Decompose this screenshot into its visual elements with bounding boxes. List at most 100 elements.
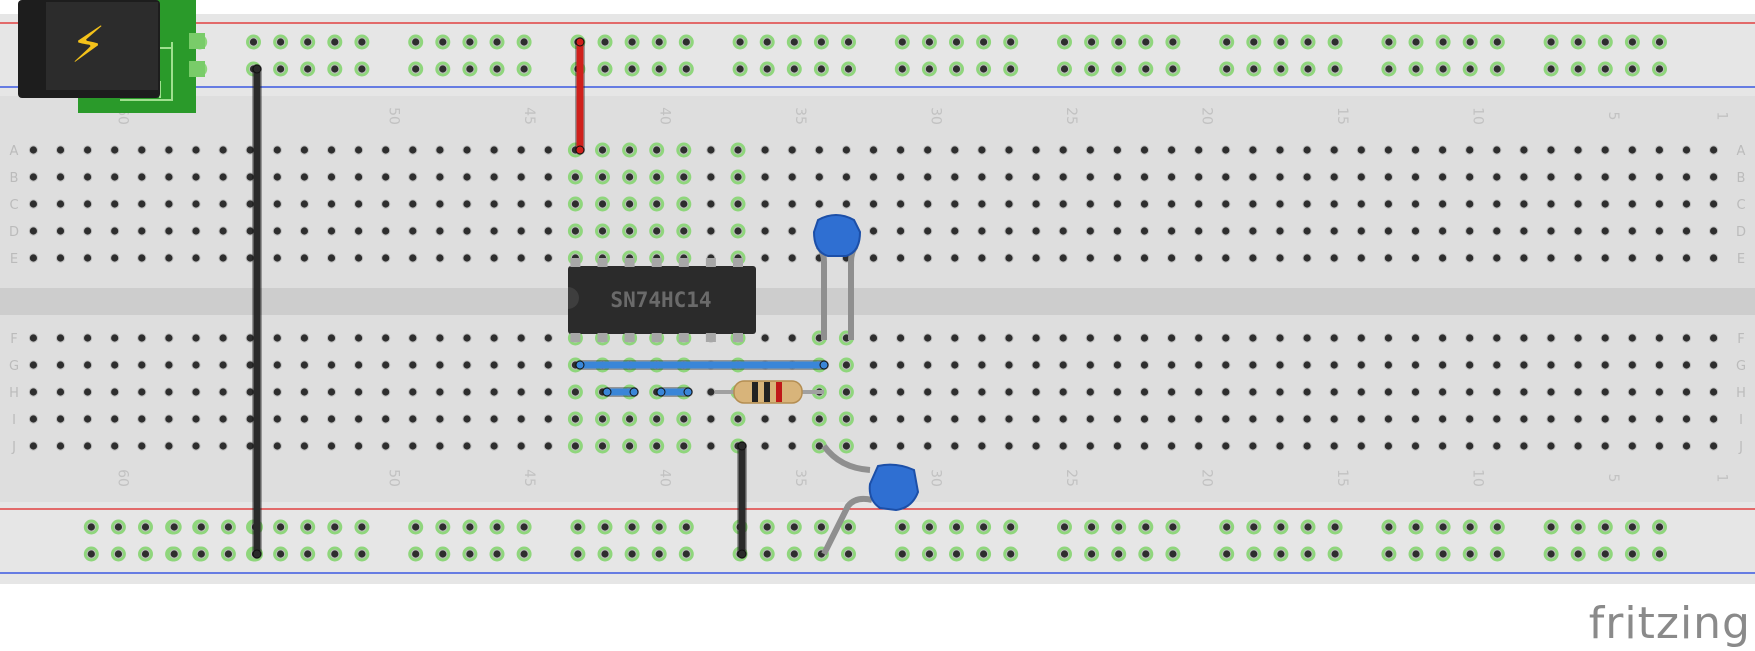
breadboard-hole[interactable]: [978, 227, 986, 235]
breadboard-hole[interactable]: [788, 227, 796, 235]
breadboard-hole[interactable]: [869, 227, 878, 235]
breadboard-hole[interactable]: [1601, 200, 1609, 208]
rail-hole[interactable]: [790, 65, 798, 73]
breadboard-hole[interactable]: [788, 334, 796, 342]
rail-hole[interactable]: [601, 550, 609, 558]
rail-hole[interactable]: [844, 65, 853, 73]
breadboard-hole[interactable]: [1628, 388, 1636, 396]
breadboard-hole[interactable]: [598, 173, 607, 181]
breadboard-hole[interactable]: [1493, 146, 1501, 154]
breadboard-hole[interactable]: [1140, 442, 1149, 450]
breadboard-hole[interactable]: [1357, 442, 1365, 450]
rail-hole[interactable]: [1493, 550, 1501, 558]
breadboard-hole[interactable]: [1357, 388, 1365, 396]
breadboard-hole[interactable]: [192, 227, 200, 235]
breadboard-hole[interactable]: [626, 200, 634, 208]
rail-hole[interactable]: [1574, 65, 1582, 73]
rail-hole[interactable]: [1007, 550, 1015, 558]
breadboard-hole[interactable]: [1439, 334, 1447, 342]
rail-hole[interactable]: [898, 523, 906, 531]
rail-hole[interactable]: [790, 550, 798, 558]
breadboard-hole[interactable]: [463, 334, 471, 342]
rail-hole[interactable]: [141, 523, 150, 531]
rail-hole[interactable]: [493, 38, 501, 46]
rail-hole[interactable]: [1601, 65, 1609, 73]
breadboard-hole[interactable]: [571, 442, 580, 450]
rail-hole[interactable]: [520, 65, 528, 73]
breadboard-hole[interactable]: [1168, 361, 1176, 369]
breadboard-hole[interactable]: [219, 146, 227, 154]
breadboard-hole[interactable]: [897, 334, 905, 342]
breadboard-hole[interactable]: [1682, 334, 1691, 342]
rail-hole[interactable]: [1655, 38, 1664, 46]
breadboard-hole[interactable]: [924, 173, 932, 181]
breadboard-hole[interactable]: [192, 415, 200, 423]
breadboard-hole[interactable]: [897, 388, 905, 396]
breadboard-hole[interactable]: [869, 200, 878, 208]
rail-hole[interactable]: [412, 38, 420, 46]
breadboard-hole[interactable]: [463, 200, 471, 208]
breadboard-hole[interactable]: [1357, 227, 1365, 235]
breadboard-hole[interactable]: [626, 227, 634, 235]
breadboard-hole[interactable]: [1086, 334, 1094, 342]
breadboard-hole[interactable]: [382, 173, 390, 181]
breadboard-hole[interactable]: [924, 254, 932, 262]
breadboard-hole[interactable]: [84, 200, 92, 208]
breadboard-hole[interactable]: [1168, 442, 1176, 450]
breadboard-hole[interactable]: [1439, 227, 1447, 235]
rail-hole[interactable]: [1655, 550, 1664, 558]
rail-hole[interactable]: [1412, 38, 1420, 46]
breadboard-hole[interactable]: [1303, 227, 1311, 235]
breadboard-hole[interactable]: [1249, 254, 1257, 262]
breadboard-hole[interactable]: [1330, 254, 1338, 262]
breadboard-hole[interactable]: [490, 227, 498, 235]
breadboard-hole[interactable]: [951, 254, 959, 262]
rail-hole[interactable]: [925, 65, 934, 73]
breadboard-hole[interactable]: [1276, 415, 1284, 423]
breadboard-hole[interactable]: [1195, 334, 1203, 342]
breadboard-hole[interactable]: [978, 442, 986, 450]
rail-hole[interactable]: [574, 523, 582, 531]
breadboard-hole[interactable]: [598, 146, 607, 154]
breadboard-hole[interactable]: [409, 442, 417, 450]
rail-hole[interactable]: [1547, 65, 1555, 73]
rail-hole[interactable]: [331, 523, 339, 531]
breadboard-hole[interactable]: [1330, 146, 1338, 154]
breadboard-hole[interactable]: [653, 146, 661, 154]
breadboard-hole[interactable]: [1222, 254, 1230, 262]
breadboard-hole[interactable]: [84, 442, 92, 450]
breadboard-hole[interactable]: [1466, 254, 1474, 262]
rail-hole[interactable]: [224, 550, 232, 558]
breadboard-hole[interactable]: [463, 415, 471, 423]
breadboard-hole[interactable]: [1601, 415, 1609, 423]
breadboard-hole[interactable]: [1411, 415, 1420, 423]
breadboard-hole[interactable]: [517, 415, 525, 423]
breadboard-hole[interactable]: [761, 146, 769, 154]
breadboard-hole[interactable]: [1195, 388, 1203, 396]
breadboard-hole[interactable]: [842, 388, 851, 396]
rail-hole[interactable]: [170, 523, 178, 531]
breadboard-hole[interactable]: [680, 173, 688, 181]
breadboard-hole[interactable]: [138, 200, 146, 208]
rail-hole[interactable]: [1115, 38, 1123, 46]
breadboard-hole[interactable]: [165, 254, 173, 262]
breadboard-hole[interactable]: [327, 361, 336, 369]
breadboard-hole[interactable]: [463, 146, 471, 154]
rail-hole[interactable]: [439, 550, 447, 558]
breadboard-hole[interactable]: [1086, 254, 1094, 262]
breadboard-hole[interactable]: [246, 361, 254, 369]
breadboard-hole[interactable]: [869, 361, 878, 369]
breadboard-hole[interactable]: [1005, 361, 1013, 369]
breadboard-hole[interactable]: [1384, 334, 1392, 342]
breadboard-hole[interactable]: [897, 227, 905, 235]
rail-hole[interactable]: [844, 550, 853, 558]
breadboard-hole[interactable]: [1547, 227, 1555, 235]
breadboard-hole[interactable]: [653, 173, 661, 181]
rail-hole[interactable]: [1601, 523, 1609, 531]
breadboard-hole[interactable]: [951, 227, 959, 235]
breadboard-hole[interactable]: [246, 227, 254, 235]
breadboard-hole[interactable]: [436, 146, 444, 154]
rail-hole[interactable]: [493, 550, 501, 558]
breadboard-hole[interactable]: [409, 173, 417, 181]
rail-hole[interactable]: [763, 550, 771, 558]
